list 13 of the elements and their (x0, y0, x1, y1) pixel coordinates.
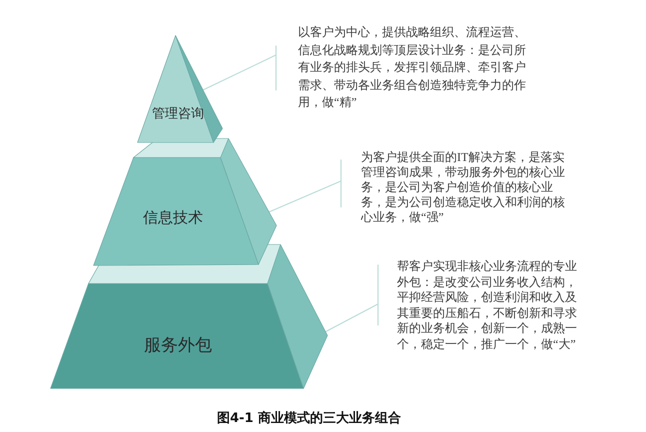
figure-caption: 图4-1 商业模式的三大业务组合 (217, 411, 401, 427)
tier-label: 信息技术 (143, 212, 203, 226)
leader-line (324, 264, 379, 332)
description-text: 以客户为中心，提供战略组织、流程运营、信息化战略规划等顶层设计业务：是公司所有业务的排头兵，发挥引领品牌、牵引客户需求、带动各业务组合创造独特竞争力的作用，做“精” (298, 24, 529, 112)
pyramid-tier (48, 242, 328, 390)
description-text: 帮客户实现非核心业务流程的专业外包：是改变公司业务收入结构，平抑经营风险，创造利润和收入及其重要的压船石，不断创新和寻求新的业务机会，创新一个，成熟一个，稳定一个，推广一个，做“大” (397, 259, 580, 352)
leader-line (202, 45, 277, 91)
description-text: 为客户提供全面的IT解决方案，是落实管理咨询成果，带动服务外包的核心业务，是公司为客户创造价值的核心业务，是为公司创造稳定收入和利润的核心业务，做“强” (361, 150, 568, 225)
tier-label: 服务外包 (144, 336, 212, 354)
pyramid-tier (136, 34, 224, 144)
pyramid-tier (92, 136, 278, 266)
leader-line (268, 159, 342, 212)
tier-label: 管理咨询 (152, 106, 204, 120)
